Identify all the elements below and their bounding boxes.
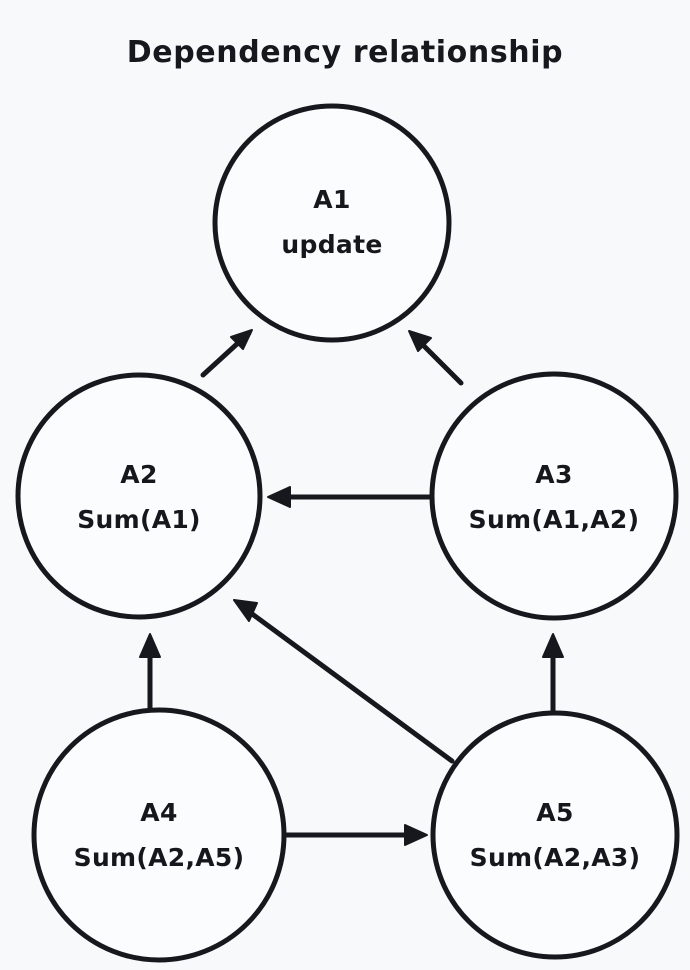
node-a2-formula: Sum(A1) <box>77 505 201 534</box>
node-a5-circle[interactable] <box>430 710 680 960</box>
node-a4[interactable]: A4 Sum(A2,A5) <box>31 707 287 963</box>
edge-a3-a2-arrowhead <box>267 486 291 508</box>
edge-a2-a1 <box>200 329 253 378</box>
edge-a4-a5-arrowhead <box>404 824 428 846</box>
edge-a3-a1 <box>408 330 464 386</box>
node-a2-circle[interactable] <box>15 372 263 620</box>
edge-a3-a2 <box>267 486 435 508</box>
edge-a3-a1-arrowhead <box>408 330 432 352</box>
node-a1-label: A1 <box>313 185 351 214</box>
edge-a2-a1-arrowhead <box>230 329 253 350</box>
node-a4-formula: Sum(A2,A5) <box>74 843 245 872</box>
edge-a5-a2-arrowhead <box>233 599 258 622</box>
edge-a4-a2-arrowhead <box>139 633 161 658</box>
node-a2[interactable]: A2 Sum(A1) <box>15 372 263 620</box>
node-a5-label: A5 <box>536 798 574 827</box>
node-a3[interactable]: A3 Sum(A1,A2) <box>429 371 679 621</box>
node-layer: A1 update A2 Sum(A1) A3 Sum(A1,A2) A4 Su… <box>15 103 680 963</box>
edge-a4-a2 <box>139 633 161 715</box>
edge-a5-a2 <box>233 599 455 764</box>
node-a4-circle[interactable] <box>31 707 287 963</box>
edge-a4-a5 <box>281 824 428 846</box>
node-a5-formula: Sum(A2,A3) <box>470 843 641 872</box>
node-a3-label: A3 <box>535 460 573 489</box>
node-a1-circle[interactable] <box>212 103 452 343</box>
node-a3-formula: Sum(A1,A2) <box>469 505 640 534</box>
node-a3-circle[interactable] <box>429 371 679 621</box>
node-a2-label: A2 <box>120 460 158 489</box>
page-title: Dependency relationship <box>127 35 563 70</box>
edge-a5-a3 <box>542 633 564 719</box>
node-a4-label: A4 <box>140 798 178 827</box>
edge-layer <box>139 329 564 846</box>
edge-a5-a3-arrowhead <box>542 633 564 658</box>
node-a5[interactable]: A5 Sum(A2,A3) <box>430 710 680 960</box>
edge-a5-a2-line <box>237 602 455 764</box>
node-a1-formula: update <box>281 230 382 259</box>
node-a1[interactable]: A1 update <box>212 103 452 343</box>
